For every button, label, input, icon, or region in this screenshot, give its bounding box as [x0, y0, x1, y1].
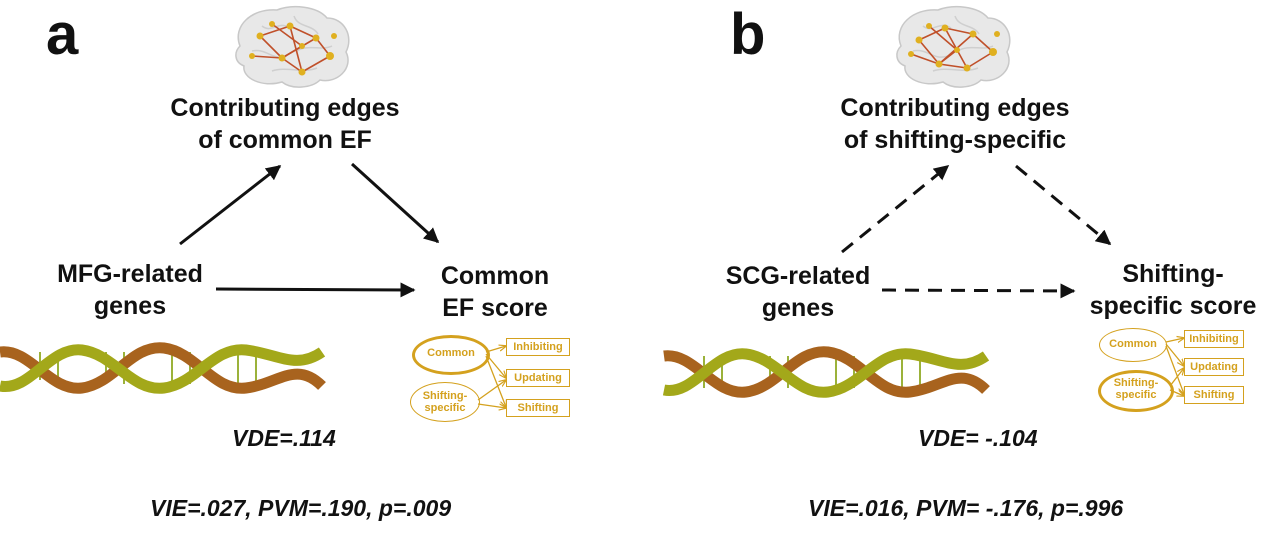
path-direct — [881, 283, 1076, 299]
latent-shifting-label: Shifting-specific — [1113, 377, 1159, 401]
predictor-line-1: SCG-related — [725, 262, 871, 290]
predictor-line-2: genes — [761, 294, 835, 322]
mediator-label-a: Contributing edges of common EF — [130, 92, 440, 156]
latent-shifting-specific-highlighted — [1098, 370, 1174, 412]
path-mediator-to-outcome — [1015, 164, 1112, 246]
mediator-line-2: of common EF — [198, 126, 372, 154]
mediation-stats-b: VIE=.016, PVM= -.176, p=.996 — [808, 495, 1124, 521]
outcome-line-2: EF score — [442, 294, 548, 322]
outcome-line-1: Common — [440, 262, 550, 290]
predictor-label-b: SCG-related genes — [698, 260, 898, 324]
observed-inhibiting-label: Inhibiting — [513, 341, 563, 353]
latent-shifting-label: Shifting-specific — [422, 390, 468, 414]
latent-shifting-specific — [410, 382, 480, 422]
latent-common-label: Common — [427, 347, 475, 359]
latent-common-highlighted — [412, 335, 490, 375]
observed-updating — [506, 369, 570, 387]
path-a-to-mediator — [179, 164, 282, 246]
vde-stat-a: VDE=.114 — [232, 425, 336, 451]
dna-helix-icon — [0, 342, 326, 394]
observed-shifting — [1184, 386, 1244, 404]
observed-shifting-label: Shifting — [1193, 389, 1235, 401]
mediation-stats-a: VIE=.027, PVM=.190, p=.009 — [150, 495, 452, 521]
predictor-line-2: genes — [93, 292, 167, 320]
path-a-to-mediator — [841, 164, 950, 254]
observed-shifting — [506, 399, 570, 417]
path-mediator-to-outcome — [350, 162, 440, 244]
observed-inhibiting — [506, 338, 570, 356]
ef-model-legend-a: Common Shifting-specific Inhibiting Upda… — [410, 330, 570, 430]
latent-common-label: Common — [1109, 338, 1157, 350]
panel-label-a: a — [46, 2, 79, 67]
brain-network-icon — [235, 5, 350, 88]
latent-common — [1099, 328, 1167, 362]
panel-label-b: b — [730, 2, 766, 67]
outcome-label-a: Common EF score — [410, 260, 580, 324]
observed-updating-label: Updating — [514, 372, 562, 384]
outcome-line-2: specific score — [1089, 292, 1257, 320]
observed-updating-label: Updating — [1190, 361, 1238, 373]
outcome-label-b: Shifting- specific score — [1080, 258, 1266, 322]
dna-helix-icon — [662, 346, 990, 398]
mediator-line-1: Contributing edges — [840, 94, 1070, 122]
vde-stat-b: VDE= -.104 — [918, 425, 1038, 451]
predictor-label-a: MFG-related genes — [30, 258, 230, 322]
path-direct — [215, 282, 416, 298]
predictor-line-1: MFG-related — [57, 260, 203, 288]
mediator-line-1: Contributing edges — [170, 94, 400, 122]
brain-network-icon — [896, 5, 1011, 88]
legend-connectors-b — [1165, 338, 1184, 396]
mediator-label-b: Contributing edges of shifting-specific — [800, 92, 1110, 156]
mediation-paths-a — [179, 162, 440, 298]
observed-updating — [1184, 358, 1244, 376]
observed-inhibiting-label: Inhibiting — [1189, 333, 1239, 345]
outcome-line-1: Shifting- — [1122, 260, 1224, 288]
ef-model-legend-b: Common Shifting-specific Inhibiting Upda… — [1096, 322, 1256, 422]
mediator-line-2: of shifting-specific — [843, 126, 1067, 154]
observed-inhibiting — [1184, 330, 1244, 348]
observed-shifting-label: Shifting — [517, 402, 559, 414]
mediation-paths-b — [841, 164, 1112, 299]
